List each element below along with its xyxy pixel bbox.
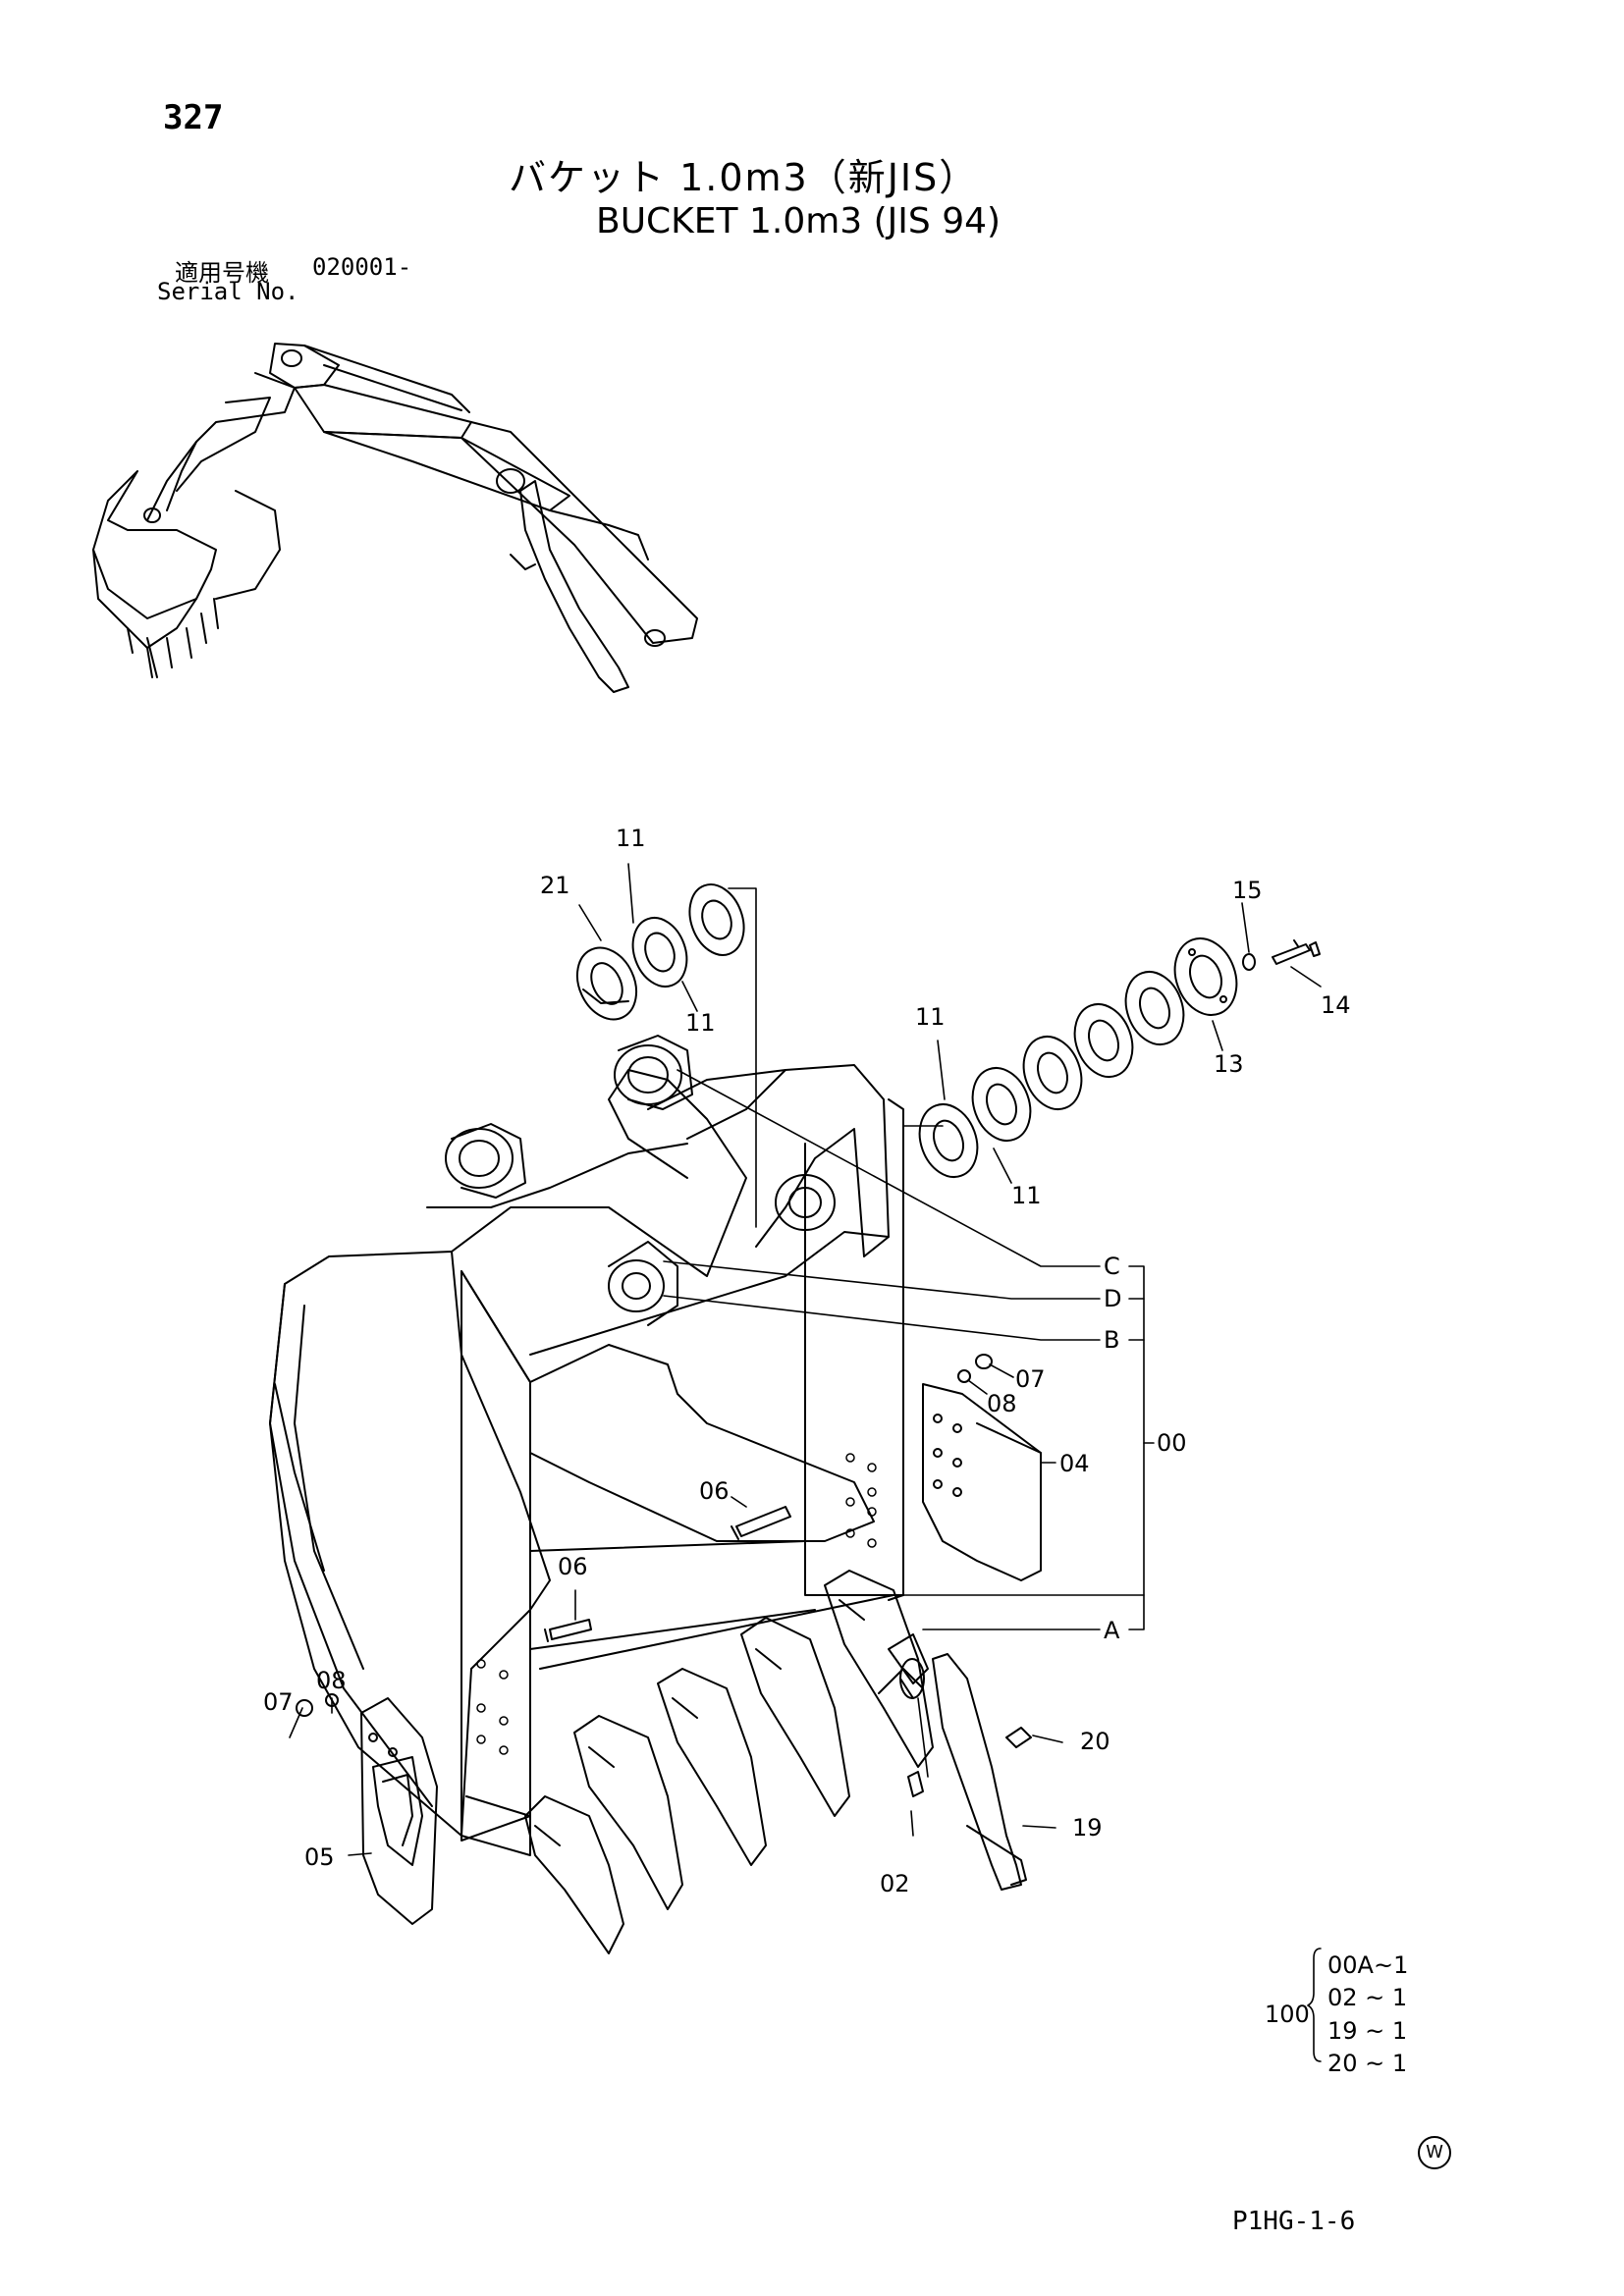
bucket-body bbox=[269, 1064, 904, 1856]
callout-08-right: 08 bbox=[987, 1390, 1017, 1417]
callout-02: 02 bbox=[880, 1870, 910, 1897]
callout-11-lower-left: 11 bbox=[685, 1009, 716, 1037]
kit-item: 02 ~ 1 bbox=[1327, 1984, 1408, 2011]
callout-15: 15 bbox=[1232, 877, 1263, 904]
serial-number-value: 020001- bbox=[312, 253, 412, 281]
kit-bracket bbox=[1307, 1948, 1322, 2062]
leader-lines bbox=[289, 863, 1322, 1856]
callout-06-lower: 06 bbox=[558, 1553, 588, 1580]
callout-B: B bbox=[1104, 1326, 1120, 1354]
callout-11-top: 11 bbox=[616, 825, 646, 852]
serial-label-english: Serial No. bbox=[157, 278, 299, 305]
exploded-tooth-parts bbox=[899, 1653, 1032, 1891]
figure-code: P1HG-1-6 bbox=[1232, 2207, 1356, 2236]
kit-item: 00A~1 bbox=[1327, 1951, 1409, 1979]
side-cutters bbox=[360, 1383, 1042, 1925]
callout-13: 13 bbox=[1214, 1050, 1244, 1078]
callout-A: A bbox=[1104, 1617, 1120, 1644]
kit-item: 20 ~ 1 bbox=[1327, 2050, 1408, 2077]
shims-and-fasteners bbox=[575, 883, 1321, 1178]
callout-00: 00 bbox=[1157, 1429, 1187, 1457]
callout-07-right: 07 bbox=[1015, 1365, 1046, 1393]
page-title-japanese: バケット 1.0m3（新JIS） bbox=[509, 156, 979, 199]
callout-08-left: 08 bbox=[316, 1667, 347, 1694]
side-plate-holes bbox=[476, 1453, 877, 1755]
callout-07-left: 07 bbox=[263, 1688, 294, 1716]
callout-19: 19 bbox=[1072, 1814, 1103, 1842]
page-number: 327 bbox=[163, 98, 224, 137]
w-circle-mark: W bbox=[1418, 2136, 1451, 2169]
callout-20: 20 bbox=[1080, 1728, 1110, 1755]
bucket-bosses bbox=[445, 1035, 836, 1326]
page-title-english: BUCKET 1.0m3 (JIS 94) bbox=[596, 201, 1001, 241]
callout-11-right-bottom: 11 bbox=[1011, 1182, 1042, 1209]
callout-05: 05 bbox=[304, 1843, 335, 1871]
bucket-teeth bbox=[524, 1570, 934, 1954]
callout-04: 04 bbox=[1059, 1450, 1090, 1477]
callout-21: 21 bbox=[540, 872, 570, 899]
kit-item: 19 ~ 1 bbox=[1327, 2017, 1408, 2045]
callout-D: D bbox=[1104, 1285, 1122, 1312]
serial-label-japanese: 適用号機 bbox=[175, 259, 269, 287]
excavator-overview-illustration bbox=[92, 343, 698, 693]
callout-C: C bbox=[1104, 1253, 1120, 1280]
callout-14: 14 bbox=[1321, 991, 1351, 1019]
callout-11-right-top: 11 bbox=[915, 1003, 946, 1031]
callout-06-upper: 06 bbox=[699, 1477, 730, 1505]
bolts-nuts-washers bbox=[296, 1354, 993, 1717]
kit-number: 100 bbox=[1265, 2001, 1310, 2028]
